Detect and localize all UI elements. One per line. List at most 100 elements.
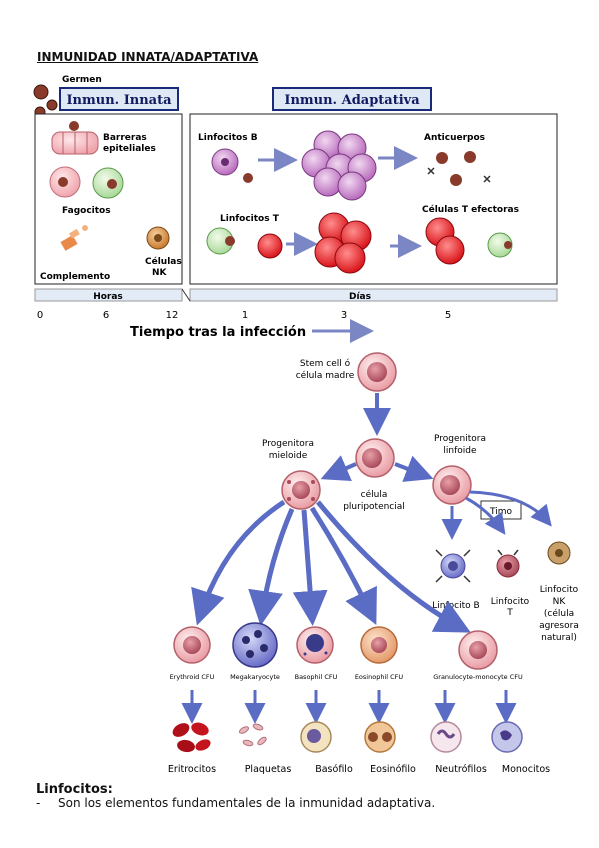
arrow-to-t xyxy=(465,496,506,535)
stem-label-2: célula madre xyxy=(296,370,355,381)
arrow-to-mieloide xyxy=(320,455,357,481)
monocyte-icon xyxy=(491,721,523,753)
b-clone-icon xyxy=(301,130,377,201)
cfu-label-granulocyte: Granulocyte-monocyte CFU xyxy=(433,673,523,681)
linfocito-t-label-1: Linfocito xyxy=(491,597,530,607)
t-clone-icon xyxy=(314,212,372,274)
eosinophil-icon xyxy=(364,721,396,753)
linfoide-label-1: Progenitora xyxy=(434,434,486,444)
tick-6: 6 xyxy=(103,310,109,321)
horas-label: Horas xyxy=(93,292,123,302)
section-heading: Linfocitos: xyxy=(36,782,113,797)
pluri-label-1: célula xyxy=(361,489,388,500)
bullet-dash: - xyxy=(36,796,41,810)
innate-title-box xyxy=(59,87,179,111)
neutrophil-icon xyxy=(430,721,462,753)
arrow-to-eosinophil xyxy=(309,506,377,626)
t-efectoras-label: Células T efectoras xyxy=(422,204,519,215)
bullet-item: - Son los elementos fundamentales de la i… xyxy=(36,796,435,810)
cfu-label-eosinophil: Eosinophil CFU xyxy=(355,673,404,681)
b-lymphocyte-icon xyxy=(211,148,253,183)
innate-title: Inmun. Innata xyxy=(66,93,172,108)
arrow-to-nk xyxy=(469,490,552,527)
cfu-label-basophil: Basophil CFU xyxy=(295,673,338,681)
tick-12: 12 xyxy=(166,310,179,321)
horas-bar xyxy=(34,288,183,302)
barreras-label-2: epiteliales xyxy=(103,144,156,154)
linfocito-t-label-2: T xyxy=(506,608,513,618)
nk-cell-icon xyxy=(146,226,170,250)
arrow-to-megakaryocyte xyxy=(248,508,295,626)
document-heading: INMUNIDAD INNATA/ADAPTATIVA xyxy=(37,50,259,64)
nk-lymphocyte-icon xyxy=(547,541,571,565)
effector-t-icon xyxy=(425,217,513,265)
erythrocytes-icon xyxy=(172,722,211,753)
mieloide-label-1: Progenitora xyxy=(262,439,314,449)
antibody-germ-icon xyxy=(427,151,491,186)
nk-label-1: Células xyxy=(145,256,182,267)
adaptive-title-box xyxy=(272,87,432,111)
arrow-to-linfoide xyxy=(394,455,434,482)
arrow-to-basophil xyxy=(292,509,328,626)
arrow-to-granulocyte xyxy=(316,500,471,633)
final-label-eritrocitos: Eritrocitos xyxy=(168,764,216,775)
final-label-plaquetas: Plaquetas xyxy=(245,764,292,775)
final-label-basofilo: Basófilo xyxy=(315,764,353,775)
nk-label-2: NK xyxy=(152,268,168,278)
complemento-label: Complemento xyxy=(40,272,110,282)
mieloide-label-2: mieloide xyxy=(269,451,308,461)
final-label-monocitos: Monocitos xyxy=(502,764,550,775)
hematopoiesis-figure: Stem cell ó célula madre célula pluripot… xyxy=(168,352,579,775)
germ-icon xyxy=(33,84,58,118)
pluri-label-2: pluripotencial xyxy=(343,502,405,512)
linfoide-label-2: linfoide xyxy=(443,446,477,456)
b-lymphocyte-icon xyxy=(435,549,471,583)
final-label-eosinofilo: Eosinófilo xyxy=(370,764,416,775)
dias-label: Días xyxy=(349,292,371,302)
final-label-neutrofilos: Neutrófilos xyxy=(435,764,487,775)
germen-label: Germen xyxy=(62,75,102,85)
eosinophil-cfu-icon xyxy=(360,626,398,664)
tiempo-label: Tiempo tras la infección xyxy=(130,325,306,340)
myeloid-progenitor-icon xyxy=(281,470,321,510)
erythroid-cfu-icon xyxy=(173,626,211,664)
fagocitos-label: Fagocitos xyxy=(62,206,111,216)
innate-adaptive-figure: Germen Inmun. Innata Inmun. Adaptativa B… xyxy=(33,75,558,343)
t-lymphocyte-icon xyxy=(496,549,520,578)
stem-label-1: Stem cell ó xyxy=(300,358,351,369)
epithelial-barrier-icon xyxy=(51,121,99,155)
nk-label-3: (célula xyxy=(544,608,574,619)
adaptive-title: Inmun. Adaptativa xyxy=(284,93,420,108)
linfocitos-t-label: Linfocitos T xyxy=(220,214,280,224)
pluripotent-cell-icon xyxy=(355,438,395,478)
nk-label-1: Linfocito xyxy=(540,585,579,595)
tick-1d: 1 xyxy=(242,310,248,321)
lymphoid-progenitor-icon xyxy=(432,465,472,505)
platelets-icon xyxy=(238,723,267,747)
barreras-label-1: Barreras xyxy=(103,133,147,143)
basophil-icon xyxy=(300,721,332,753)
tick-0: 0 xyxy=(37,310,43,321)
complement-icon xyxy=(60,225,88,251)
timo-label: Timo xyxy=(489,507,512,517)
cfu-label-erythroid: Erythroid CFU xyxy=(170,673,215,681)
axis-break xyxy=(181,288,191,302)
linfocito-b-label: Linfocito B xyxy=(432,601,479,611)
cfu-label-megakaryocyte: Megakaryocyte xyxy=(230,673,280,681)
nk-label-2: NK xyxy=(553,597,567,607)
dias-bar xyxy=(189,288,558,302)
arrow-to-erythroid xyxy=(191,499,286,626)
bullet-text: Son los elementos fundamentales de la in… xyxy=(58,796,436,810)
t-lymphocyte-icon xyxy=(206,227,283,259)
phagocyte-icon xyxy=(49,166,124,199)
anticuerpos-label: Anticuerpos xyxy=(424,133,485,143)
nk-label-4: agresora xyxy=(539,621,579,631)
granulocyte-monocyte-cfu-icon xyxy=(458,630,498,670)
stem-cell-icon xyxy=(357,352,397,392)
megakaryocyte-icon xyxy=(232,622,278,668)
linfocitos-b-label: Linfocitos B xyxy=(198,133,258,143)
basophil-cfu-icon xyxy=(296,626,334,664)
tick-5d: 5 xyxy=(445,310,451,321)
tick-3d: 3 xyxy=(341,310,347,321)
nk-label-5: natural) xyxy=(541,633,577,643)
